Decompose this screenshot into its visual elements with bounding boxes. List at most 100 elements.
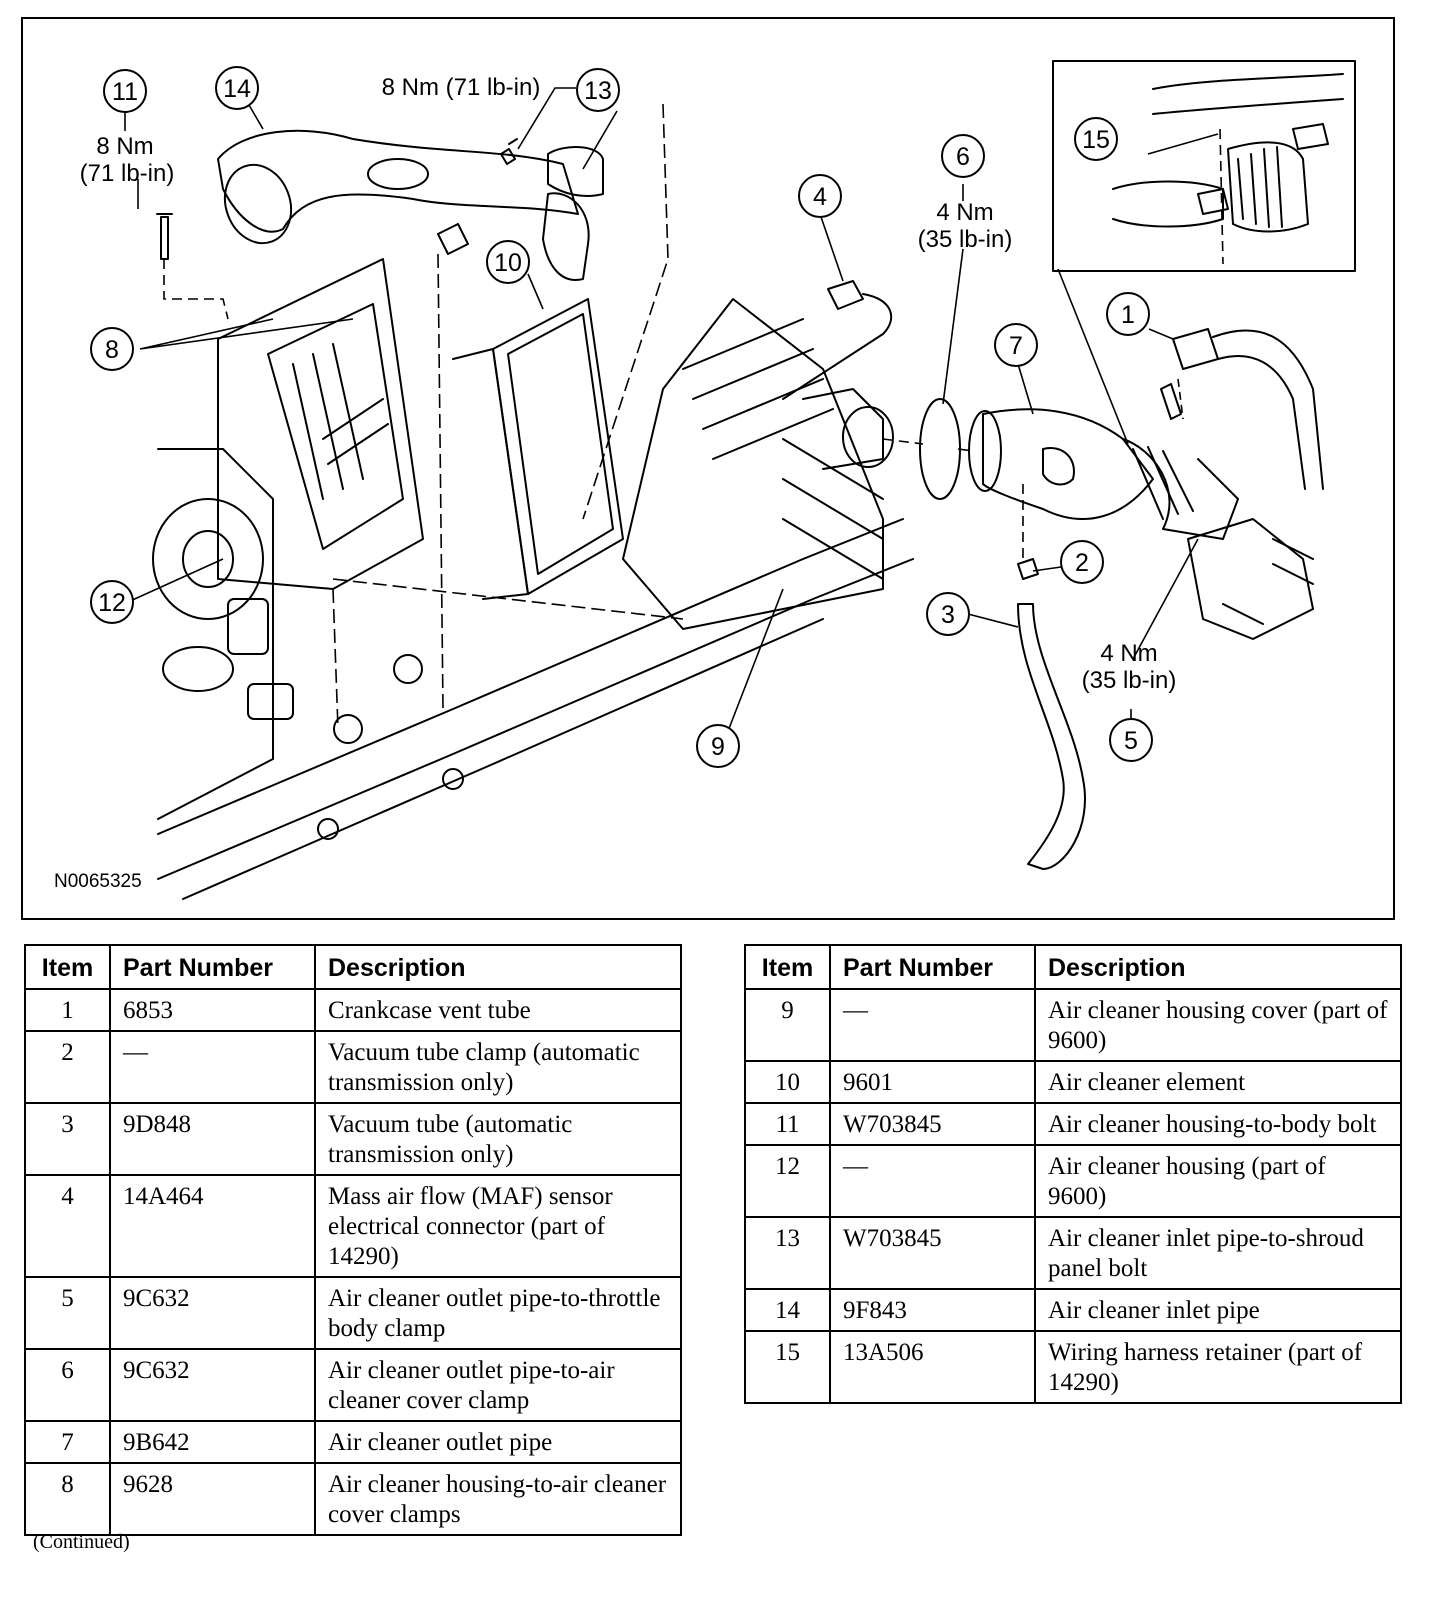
callout-number-13: 13 [584,77,612,105]
callout-circle-5 [1109,718,1153,762]
cell-item: 4 [24,1174,111,1278]
air-cleaner-housing [217,258,424,590]
table-row: 2—Vacuum tube clamp (automatic transmiss… [24,1030,682,1104]
cell-item: 13 [744,1216,831,1290]
cell-item: 1 [24,988,111,1032]
vacuum-tube [1017,603,1086,870]
frame-rail-lower [157,558,914,880]
torque-6-nm: 4 Nm [936,199,993,226]
cell-part-number: 9B642 [109,1420,316,1464]
cell-item: 5 [24,1276,111,1350]
torque-6-lbin: (35 lb-in) [918,226,1013,253]
table-header-row: Item Part Number Description [24,944,682,990]
callout-circle-9 [696,724,740,768]
vacuum-clamp [1017,558,1039,580]
callout-leaders [124,87,1219,745]
cell-description: Vacuum tube clamp (automatic transmissio… [314,1030,682,1104]
clamp-6 [919,398,961,500]
table-header-row: Item Part Number Description [744,944,1402,990]
air-cleaner-element [492,298,624,595]
header-part-number: Part Number [109,944,316,990]
cell-item: 15 [744,1330,831,1404]
cell-description: Air cleaner inlet pipe [1034,1288,1402,1332]
maf-connector [827,280,864,310]
cell-part-number: W703845 [829,1216,1036,1290]
cell-part-number: — [109,1030,316,1104]
callout-number-5: 5 [1124,727,1138,755]
torque-11-lbin: (71 lb-in) [80,160,175,187]
cell-description: Mass air flow (MAF) sensor electrical co… [314,1174,682,1278]
cell-description: Air cleaner housing-to-body bolt [1034,1102,1402,1146]
cell-item: 9 [744,988,831,1062]
callout-number-4: 4 [813,183,827,211]
cell-part-number: 9F843 [829,1288,1036,1332]
assembly-lines [163,103,1224,730]
cell-item: 11 [744,1102,831,1146]
cell-part-number: 13A506 [829,1330,1036,1404]
diagram-canvas: 1 2 3 4 5 6 7 8 9 10 11 12 13 14 15 8 Nm… [54,60,1356,900]
torque-5-nm: 4 Nm [1100,640,1157,667]
cell-part-number: 9C632 [109,1348,316,1422]
cell-description: Air cleaner housing cover (part of 9600) [1034,988,1402,1062]
cell-description: Air cleaner inlet pipe-to-shroud panel b… [1034,1216,1402,1290]
cell-part-number: — [829,1144,1036,1218]
callout-number-6: 6 [956,143,970,171]
callout-circle-12 [90,580,134,624]
callout-circle-4 [798,174,842,218]
callout-circle-6 [941,134,985,178]
header-description: Description [314,944,682,990]
callout-number-10: 10 [494,249,522,277]
cell-item: 6 [24,1348,111,1422]
bellows [1122,438,1239,540]
cell-description: Air cleaner outlet pipe [314,1420,682,1464]
bolt-13 [500,138,518,165]
cell-part-number: 9D848 [109,1102,316,1176]
header-item: Item [744,944,831,990]
cell-description: Wiring harness retainer (part of 14290) [1034,1330,1402,1404]
continued-note: (Continued) [33,1531,130,1553]
strut-tower [152,498,264,620]
callout-circle-8 [90,327,134,371]
frame-rail-upper [157,518,904,835]
callout-number-7: 7 [1009,332,1023,360]
callout-circle-10 [486,240,530,284]
callout-circle-1 [1106,292,1150,336]
callout-circle-11 [103,69,147,113]
cell-description: Crankcase vent tube [314,988,682,1032]
cell-part-number: — [829,988,1036,1062]
callout-circle-7 [994,323,1038,367]
callout-circles [90,66,1153,768]
header-part-number: Part Number [829,944,1036,990]
torque-5-lbin: (35 lb-in) [1082,667,1177,694]
cell-item: 10 [744,1060,831,1104]
cell-part-number: 9601 [829,1060,1036,1104]
cell-description: Air cleaner outlet pipe-to-air cleaner c… [314,1348,682,1422]
frame-rail-bottom [182,618,824,900]
cell-description: Vacuum tube (automatic transmission only… [314,1102,682,1176]
torque-13: 8 Nm (71 lb-in) [382,74,541,101]
cell-description: Air cleaner element [1034,1060,1402,1104]
cell-item: 14 [744,1288,831,1332]
callout-number-11: 11 [112,78,138,106]
table-row: 12—Air cleaner housing (part of 9600) [744,1144,1402,1218]
crankcase-vent-tube [1172,328,1219,370]
detail-inset [1052,60,1356,272]
bolt-11 [156,213,173,260]
torque-labels: 8 Nm (71 lb-in) 8 Nm (71 lb-in) 4 Nm (35… [80,74,1177,694]
cell-part-number: 9C632 [109,1276,316,1350]
cell-description: Air cleaner outlet pipe-to-throttle body… [314,1276,682,1350]
body-panel [157,448,274,820]
callout-numbers: 1 2 3 4 5 6 7 8 9 10 11 12 13 14 15 [98,75,1138,761]
callout-number-12: 12 [98,589,126,617]
